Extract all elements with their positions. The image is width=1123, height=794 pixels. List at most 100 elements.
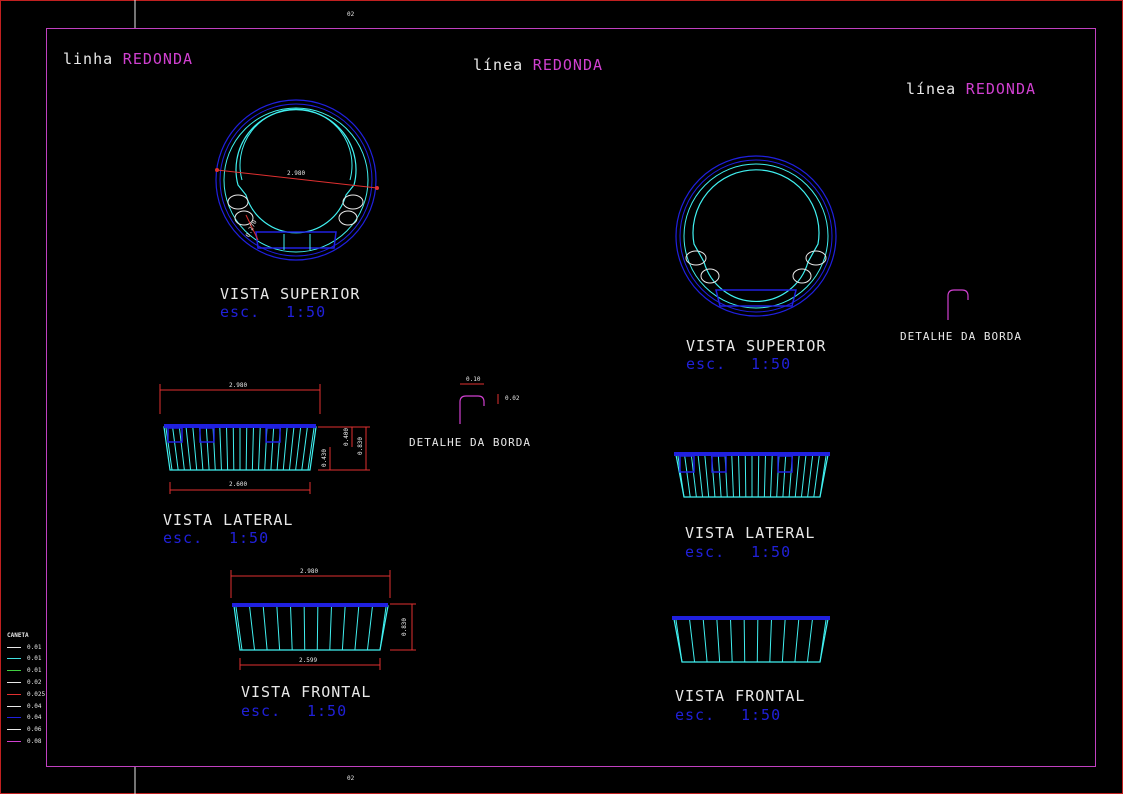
- rib-line: [295, 427, 302, 471]
- rib-line: [807, 455, 814, 498]
- rib-line: [677, 455, 685, 498]
- legend-row: 0.04: [7, 713, 41, 723]
- legend-swatch: [7, 658, 21, 660]
- rib-line: [704, 455, 710, 498]
- rib-line: [702, 619, 708, 663]
- rib-line: [303, 606, 306, 651]
- left-superior-label: VISTA SUPERIOR: [220, 285, 361, 303]
- rib-line: [794, 455, 800, 498]
- front-dim-top: 2.980: [300, 568, 319, 575]
- rib-line: [290, 606, 293, 651]
- rib-line: [379, 606, 387, 651]
- title-left: linha REDONDA: [63, 51, 193, 67]
- rib-line: [716, 619, 721, 663]
- legend-swatch: [7, 681, 21, 683]
- right-frontal-view: [672, 616, 830, 663]
- rib-line: [738, 455, 741, 498]
- right-border-detail: [947, 289, 969, 320]
- rib-line: [675, 619, 683, 663]
- left-lateral-label: VISTA LATERAL: [163, 511, 294, 529]
- rib-line: [689, 619, 696, 663]
- rib-line: [232, 427, 235, 471]
- right-detail-label: DETALHE DA BORDA: [900, 330, 1022, 343]
- right-frontal-scale-word: esc.: [675, 706, 716, 724]
- lat-dim-h3: 0.430: [321, 448, 329, 468]
- rib-line: [744, 455, 747, 498]
- legend-value: 0.04: [27, 702, 42, 710]
- sheet-marker-top: 02: [347, 11, 355, 18]
- rib-line: [235, 606, 243, 651]
- rib-line: [781, 619, 786, 663]
- rib-line: [307, 427, 315, 471]
- rib-line: [743, 619, 746, 663]
- dim-diameter: 2.980: [287, 170, 306, 177]
- title-center-prefix: línea: [473, 56, 524, 74]
- rib-line: [819, 619, 827, 663]
- right-frontal-label: VISTA FRONTAL: [675, 687, 806, 705]
- rib-line: [251, 427, 254, 471]
- legend-swatch: [7, 740, 21, 742]
- right-frontal-scale: 1:50: [741, 706, 782, 724]
- left-top-view: [215, 99, 379, 261]
- left-frontal-view: [230, 570, 416, 670]
- rib-line: [690, 455, 697, 498]
- rib-line: [354, 606, 360, 651]
- rib-line: [258, 427, 261, 471]
- left-superior-scale-word: esc.: [220, 303, 261, 321]
- title-left-prefix: linha: [63, 50, 114, 68]
- legend-value: 0.08: [27, 737, 42, 745]
- legend-row: 0.06: [7, 725, 41, 735]
- left-frontal-label: VISTA FRONTAL: [241, 683, 372, 701]
- legend-value: 0.06: [27, 726, 42, 734]
- title-center-model: REDONDA: [532, 56, 604, 74]
- rib-line: [769, 619, 772, 663]
- rib-line: [276, 606, 281, 651]
- right-superior-scale: 1:50: [751, 355, 792, 373]
- legend-row: 0.04: [7, 701, 41, 711]
- right-superior-scale-word: esc.: [686, 355, 727, 373]
- rib-line: [757, 455, 760, 498]
- rib-line: [270, 427, 275, 471]
- left-superior-scale: 1:50: [286, 303, 327, 321]
- legend-title: CANETA: [7, 632, 29, 639]
- lat-dim-bottom: 2.600: [229, 481, 248, 488]
- rib-line: [172, 427, 179, 471]
- rib-line: [794, 619, 800, 663]
- sheet-marker-bottom: 02: [347, 775, 355, 782]
- lat-dim-h2: 0.830: [357, 436, 365, 456]
- legend-value: 0.025: [27, 690, 46, 698]
- title-center: línea REDONDA: [473, 57, 603, 73]
- rib-line: [245, 427, 248, 471]
- detail-dim-w: 0.10: [466, 376, 481, 383]
- legend-swatch: [7, 646, 21, 648]
- legend-swatch: [7, 705, 21, 707]
- left-border-detail: [459, 383, 499, 424]
- left-frontal-scale: 1:50: [307, 702, 348, 720]
- legend-swatch: [7, 729, 21, 731]
- rib-line: [282, 427, 288, 471]
- rib-line: [249, 606, 256, 651]
- rib-line: [717, 455, 722, 498]
- legend-value: 0.04: [27, 714, 42, 722]
- right-lateral-scale: 1:50: [751, 543, 792, 561]
- left-lateral-view: [159, 384, 370, 494]
- legend-row: 0.01: [7, 642, 41, 652]
- rib-line: [262, 606, 268, 651]
- rib-line: [806, 619, 813, 663]
- rib-line: [165, 427, 173, 471]
- rib-line: [185, 427, 192, 471]
- rib-line: [697, 455, 704, 498]
- legend-value: 0.01: [27, 655, 42, 663]
- rib-line: [366, 606, 373, 651]
- rib-line: [782, 455, 787, 498]
- rib-line: [205, 427, 210, 471]
- rib-line: [756, 619, 759, 663]
- left-detail-label: DETALHE DA BORDA: [409, 436, 531, 449]
- detail-dim-h: 0.02: [505, 395, 520, 402]
- title-left-model: REDONDA: [122, 50, 194, 68]
- right-lateral-view: [674, 452, 830, 498]
- legend-row: 0.025: [7, 689, 45, 699]
- front-dim-h: 0.830: [401, 617, 409, 637]
- legend-value: 0.02: [27, 678, 42, 686]
- right-lateral-scale-word: esc.: [685, 543, 726, 561]
